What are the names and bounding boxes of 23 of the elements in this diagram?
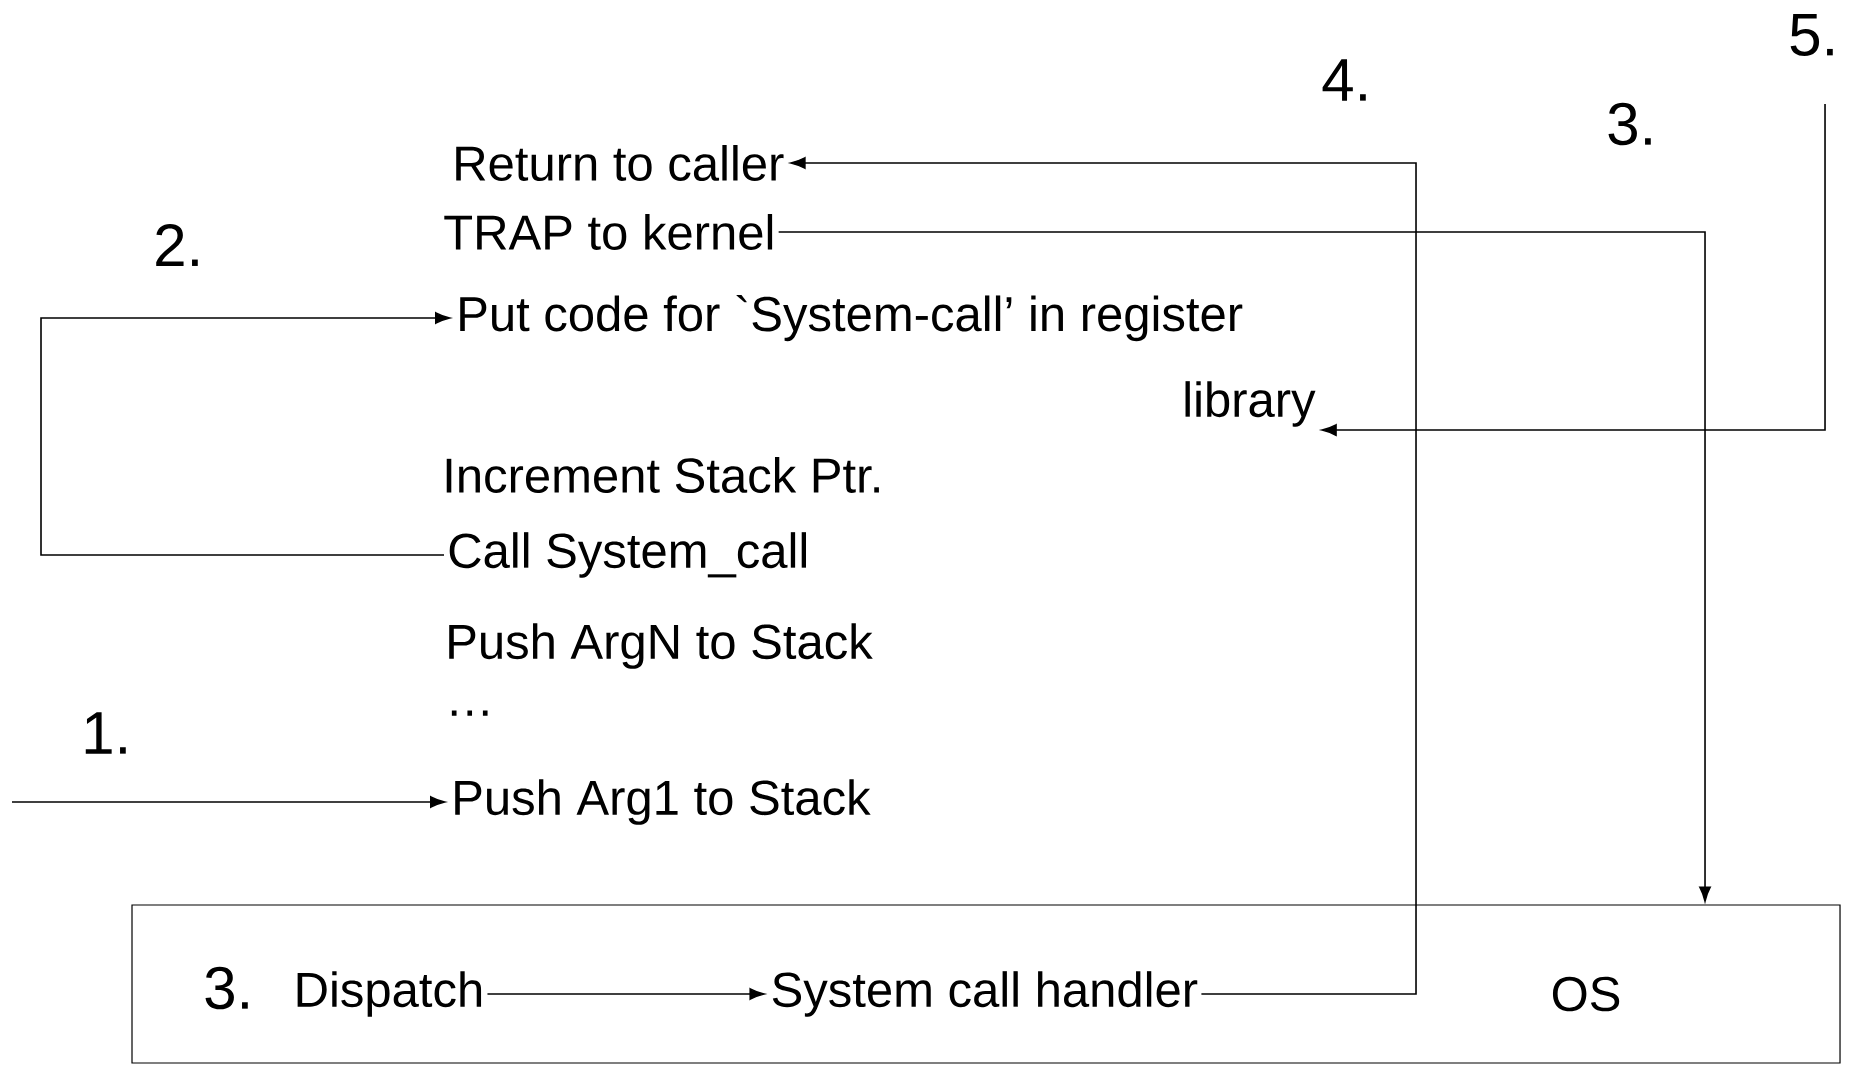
text-label: Return to caller <box>456 145 784 181</box>
text-label: … <box>451 710 488 716</box>
text-label: Dispatch <box>297 971 482 1017</box>
arrow <box>486 988 765 1000</box>
text-label: library <box>1185 381 1316 427</box>
arrow <box>11 796 446 808</box>
arrow <box>777 231 1711 902</box>
arrow <box>1321 103 1826 436</box>
text-label: Put code for `System-call’ in register <box>460 294 1243 342</box>
step-number: 2. <box>156 224 198 266</box>
arrow <box>40 312 451 556</box>
arrow <box>790 157 1417 995</box>
step-number: 3. <box>205 966 248 1010</box>
step-number: 1. <box>85 712 126 754</box>
step-number: 5. <box>1790 14 1833 56</box>
text-label: Increment Stack Ptr. <box>446 457 879 493</box>
text-label: Push Arg1 to Stack <box>455 779 871 825</box>
text-label: Push ArgN to Stack <box>449 623 873 669</box>
text-label: TRAP to kernel <box>444 214 773 250</box>
step-number: 3. <box>1608 102 1651 146</box>
step-number: 4. <box>1322 59 1366 101</box>
text-label: System call handler <box>772 971 1198 1017</box>
text-label: Call System_call <box>449 532 806 578</box>
